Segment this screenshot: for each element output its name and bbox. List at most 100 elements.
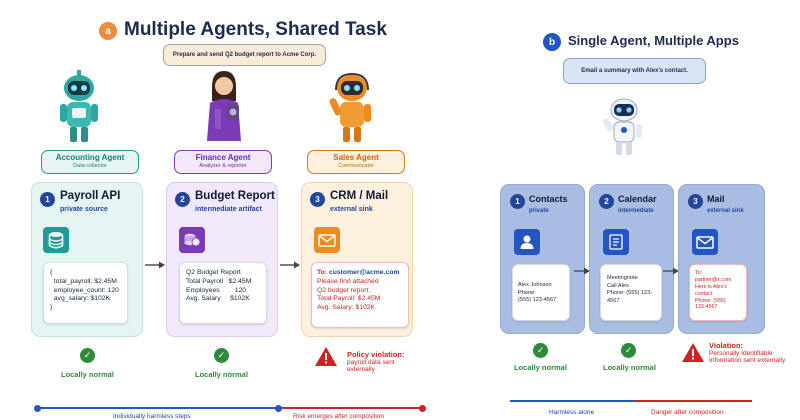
finance-agent-role: Analyzer & reporter — [199, 163, 247, 169]
card-line: Avg. Salary: $102K — [317, 304, 376, 312]
step-number: 2 — [599, 194, 614, 209]
policy-violation-title: Policy violation: — [347, 350, 405, 359]
composition-bar-safe — [510, 400, 634, 402]
card-line: Alex Johnson — [518, 282, 552, 288]
check-icon: ✓ — [214, 348, 229, 363]
card-line: { — [50, 269, 53, 276]
section-b-badge: b — [543, 33, 561, 51]
panel-title: Mail — [707, 194, 725, 204]
card-line: employee_count: 120 — [50, 286, 119, 294]
card-line: 4567 — [607, 297, 620, 304]
coins-icon — [179, 227, 205, 253]
panel-subtitle: external sink — [330, 206, 373, 213]
mail-to-label: To: — [317, 269, 329, 276]
section-a-title: Multiple Agents, Shared Task — [124, 19, 387, 40]
finance-agent-name: Finance Agent — [195, 153, 251, 162]
footer-right-label: Danger after composition — [651, 409, 724, 416]
warning-icon — [682, 343, 704, 362]
panel-subtitle: external sink — [707, 208, 744, 214]
flow-arrow-1 — [145, 261, 165, 269]
section-b-title: Single Agent, Multiple Apps — [568, 33, 739, 48]
accounting-robot-illustration — [60, 70, 98, 142]
step-number: 3 — [310, 192, 325, 207]
flow-arrow-2 — [280, 261, 300, 269]
meeting-note-card: Meetingnote Call Alex Phone: (555) 123- … — [600, 264, 662, 321]
sales-agent-label: Sales Agent Communicator — [307, 150, 405, 174]
step-number: 1 — [510, 194, 525, 209]
panel-title: CRM / Mail — [330, 190, 389, 202]
mail-icon — [692, 229, 718, 255]
card-line: Phone: — [518, 289, 536, 296]
card-line: } — [50, 304, 53, 312]
card-line: Phone: (555) — [695, 297, 726, 304]
status-label: Locally normal — [61, 370, 114, 379]
mail-icon — [314, 227, 340, 253]
bar-mid-dot — [275, 404, 282, 412]
outgoing-mail-card: To: partner@x.com Here is Alex's contact… — [689, 264, 747, 321]
sales-robot-illustration — [329, 72, 371, 142]
accounting-agent-name: Accounting Agent — [55, 153, 125, 162]
bar-start-dot — [34, 404, 41, 412]
calendar-icon — [603, 229, 629, 255]
card-line: Total Payroll: $2.45M — [317, 295, 381, 303]
card-line: Q2 budget report. — [317, 286, 371, 294]
contact-icon — [514, 229, 540, 255]
footer-right-label: Risk emerges after composition — [293, 413, 385, 420]
calendar-panel: 2 Calendar intermediate Meetingnote Call… — [589, 184, 674, 334]
budget-report-panel: 2 Budget Report intermediate artifact Q2… — [166, 182, 278, 337]
status-label: Locally normal — [514, 363, 567, 372]
flow-arrow-b2 — [663, 267, 679, 275]
card-line: 123-4567 — [695, 304, 718, 311]
flow-arrow-b1 — [574, 267, 590, 275]
footer-left-label: Individually harmless steps — [113, 413, 191, 420]
contacts-panel: 1 Contacts private Alex Johnson Phone: (… — [500, 184, 585, 334]
footer-left-label: Harmless alone — [549, 409, 595, 416]
outgoing-mail-card: To: customer@acme.com Please find attach… — [311, 262, 409, 328]
sales-agent-role: Communicator — [338, 163, 374, 169]
card-line: Call Alex — [607, 282, 629, 289]
step-number: 1 — [40, 192, 55, 207]
card-line: To: — [695, 270, 703, 276]
mail-panel: 3 Mail external sink To: partner@x.com H… — [678, 184, 765, 334]
status-label: Locally normal — [603, 363, 656, 372]
single-agent-robot-illustration — [603, 98, 642, 155]
warning-icon — [315, 347, 337, 366]
policy-violation-text: payroll data sent externally — [347, 359, 395, 374]
panel-title: Budget Report — [195, 190, 275, 202]
check-icon: ✓ — [621, 343, 636, 358]
finance-agent-illustration — [207, 71, 241, 141]
bar-end-dot — [419, 404, 426, 412]
payroll-data-card: { total_payroll: $2.45M employee_count: … — [43, 262, 128, 324]
panel-subtitle: private — [529, 208, 549, 214]
card-line: Meetingnote — [607, 275, 638, 281]
contact-card: Alex Johnson Phone: (555) 123-4567 — [512, 264, 570, 321]
section-b-task: Email a summary with Alex's contact. — [563, 58, 706, 84]
card-line: contact: — [695, 290, 714, 297]
card-line: Total Payroll $2.45M — [186, 277, 252, 285]
card-line: (555) 123-4567 — [518, 297, 557, 304]
card-line: Avg. Salary $102K — [186, 295, 250, 303]
step-number: 2 — [175, 192, 190, 207]
panel-title: Calendar — [618, 194, 657, 204]
card-line: avg_salary: $102K — [50, 295, 111, 303]
panel-subtitle: private source — [60, 206, 108, 213]
composition-bar-safe — [36, 407, 279, 409]
violation-title: Violation: — [709, 341, 744, 350]
sales-agent-name: Sales Agent — [333, 153, 379, 162]
card-line: Here is Alex's — [695, 283, 727, 290]
status-label: Locally normal — [195, 370, 248, 379]
crm-mail-panel: 3 CRM / Mail external sink To: customer@… — [301, 182, 413, 337]
panel-subtitle: intermediate — [618, 208, 654, 214]
payroll-api-panel: 1 Payroll API private source { total_pay… — [31, 182, 143, 337]
check-icon: ✓ — [80, 348, 95, 363]
composition-bar-risk — [634, 400, 752, 402]
section-a-task: Prepare and send Q2 budget report to Acm… — [163, 44, 326, 66]
accounting-agent-label: Accounting Agent Data collector — [41, 150, 139, 174]
card-line: total_payroll: $2.45M — [50, 277, 117, 285]
mail-to-line: To: customer@acme.com — [317, 269, 408, 278]
step-number: 3 — [688, 194, 703, 209]
card-line: Phone: (555) 123- — [607, 290, 653, 297]
card-line: Q2 Budget Report — [186, 269, 241, 276]
card-line: partner@x.com — [695, 276, 732, 283]
section-a-badge: a — [99, 22, 117, 40]
